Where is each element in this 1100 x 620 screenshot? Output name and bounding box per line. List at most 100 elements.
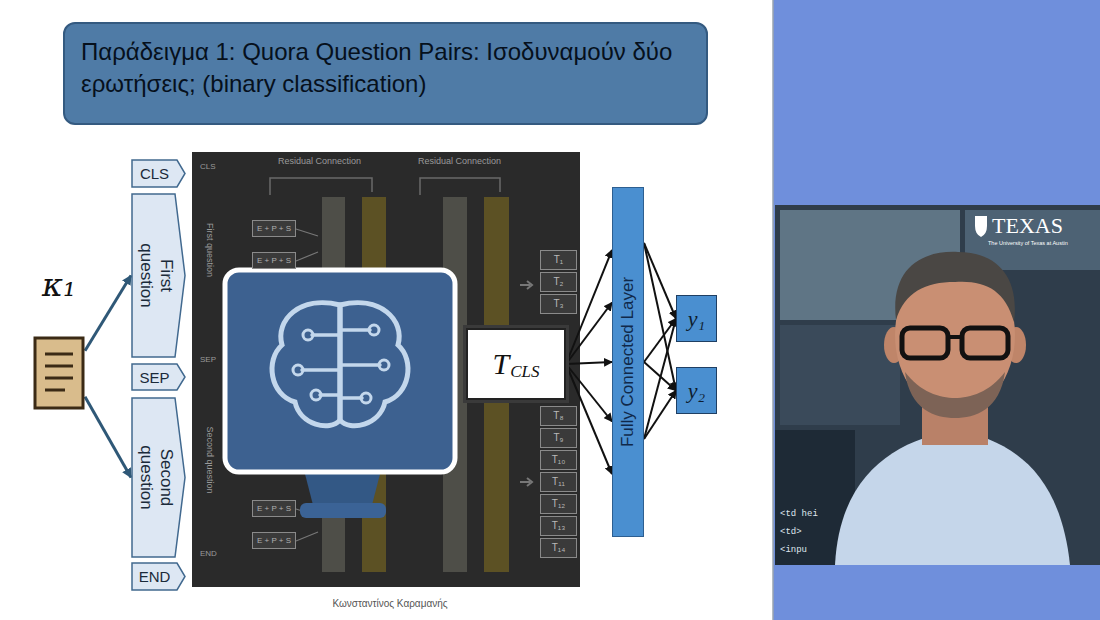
circuit-node <box>379 360 389 370</box>
brain-icon <box>272 303 408 426</box>
document-sheet <box>35 338 83 408</box>
fully-connected-layer: Fully Connected Layer <box>612 187 644 537</box>
circuit-node <box>303 330 313 340</box>
token-output: T₁₀ <box>540 450 577 470</box>
code-snippet: <td hei <box>780 510 818 520</box>
circuit-node <box>369 325 379 335</box>
faint-token: CLS <box>200 163 216 172</box>
texas-shield <box>975 216 987 237</box>
segment-label: Second question <box>136 428 175 528</box>
text-holder: SEP <box>131 363 178 391</box>
rotated-text-holder: Fully Connected Layer <box>612 192 644 532</box>
glasses <box>902 328 948 358</box>
code-snippet: <td> <box>780 528 802 538</box>
token-output: T₁₂ <box>540 494 577 514</box>
pentagon-outline <box>132 364 185 390</box>
cls-symbol: T <box>493 347 510 381</box>
pentagon-outline <box>132 194 185 357</box>
layer-label: Fully Connected Layer <box>618 277 638 447</box>
connector-line <box>644 243 676 391</box>
pentagon-outline <box>132 398 185 557</box>
text-holder: END <box>131 562 178 591</box>
token-output: T₁₁ <box>540 472 577 492</box>
slide-edge <box>772 0 774 620</box>
token-label: SEP <box>139 369 169 386</box>
code-snippet: <inpu <box>780 546 807 556</box>
question-segment: Second question <box>131 397 186 558</box>
faint-segment: Second question <box>198 405 222 515</box>
logo-subtitle: The University of Texas at Austin <box>988 240 1068 246</box>
token-label: END <box>139 568 171 585</box>
embedding-box: E + P + S <box>252 532 296 549</box>
slide-title: Παράδειγμα 1: Quora Question Pairs: Ισοδ… <box>81 36 690 101</box>
connector-line <box>644 243 676 319</box>
token-box: SEP <box>131 363 186 391</box>
residual-bracket <box>270 178 372 195</box>
person-hair <box>895 252 1015 322</box>
token-output: T₉ <box>540 428 577 448</box>
question-segment: First question <box>131 193 186 358</box>
residual-label: Residual Connection <box>278 157 361 167</box>
token-box: END <box>131 562 186 591</box>
faint-segment: First question <box>198 200 222 300</box>
background-photo <box>780 325 900 425</box>
monitor-stand <box>305 474 380 505</box>
pentagon-outline <box>132 160 185 187</box>
output-label: y₁ <box>688 306 705 332</box>
token-output: T₂ <box>540 272 577 292</box>
token-box: CLS <box>131 159 186 188</box>
input-symbol: κ₁ <box>26 268 92 303</box>
pentagon-outline <box>132 563 185 590</box>
connector-line <box>566 362 612 364</box>
text-holder: CLS <box>131 159 178 188</box>
glasses-bridge <box>948 335 962 339</box>
person-shirt <box>835 430 1070 565</box>
output-label: y₂ <box>688 378 705 404</box>
embedding-box: E + P + S <box>252 220 296 237</box>
input-document: κ₁ <box>26 268 92 418</box>
logo-text: TEXAS <box>992 214 1063 238</box>
connector-line <box>85 397 131 478</box>
circuit-node <box>311 390 321 400</box>
output-box: y₁ <box>676 295 717 342</box>
token-output: T₈ <box>540 406 577 426</box>
embedding-box: E + P + S <box>252 500 296 517</box>
transformer-panel <box>192 152 580 587</box>
circuit-node <box>361 393 371 403</box>
connector-line <box>644 362 676 391</box>
brain-monitor <box>225 270 455 472</box>
webcam-frame <box>775 205 1100 565</box>
embedding-box: E + P + S <box>252 252 296 269</box>
token-output: T₁ <box>540 250 577 270</box>
title-box: Παράδειγμα 1: Quora Question Pairs: Ισοδ… <box>63 22 708 125</box>
segment-label: First question <box>136 226 175 326</box>
connector-line <box>85 276 131 351</box>
person-beard <box>905 372 1005 418</box>
author-caption: Κωνσταντίνος Καραμανής <box>240 598 540 609</box>
connector <box>644 243 676 439</box>
token-output: T₁₃ <box>540 516 577 536</box>
brain-lobe <box>340 303 408 426</box>
connector <box>85 397 131 478</box>
rotated-text-holder: First question <box>130 226 181 326</box>
cls-subscript: CLS <box>510 362 539 382</box>
residual-label: Residual Connection <box>418 157 501 167</box>
token-label: CLS <box>140 165 169 182</box>
document-lines <box>45 354 73 390</box>
residual-bracket <box>420 178 500 195</box>
circuit-node <box>293 365 303 375</box>
token-output: T₃ <box>540 294 577 314</box>
output-box: y₂ <box>676 367 717 414</box>
faint-token: END <box>200 550 217 559</box>
circuit-line <box>340 330 380 398</box>
faint-token: SEP <box>200 356 216 365</box>
monitor-base <box>300 503 386 518</box>
token-output: T₁₄ <box>540 538 577 558</box>
connector <box>85 276 131 351</box>
connector-line <box>644 319 676 440</box>
circuit-line <box>302 335 340 395</box>
connector <box>644 243 676 439</box>
glasses <box>962 328 1008 358</box>
connector-line <box>644 391 676 440</box>
